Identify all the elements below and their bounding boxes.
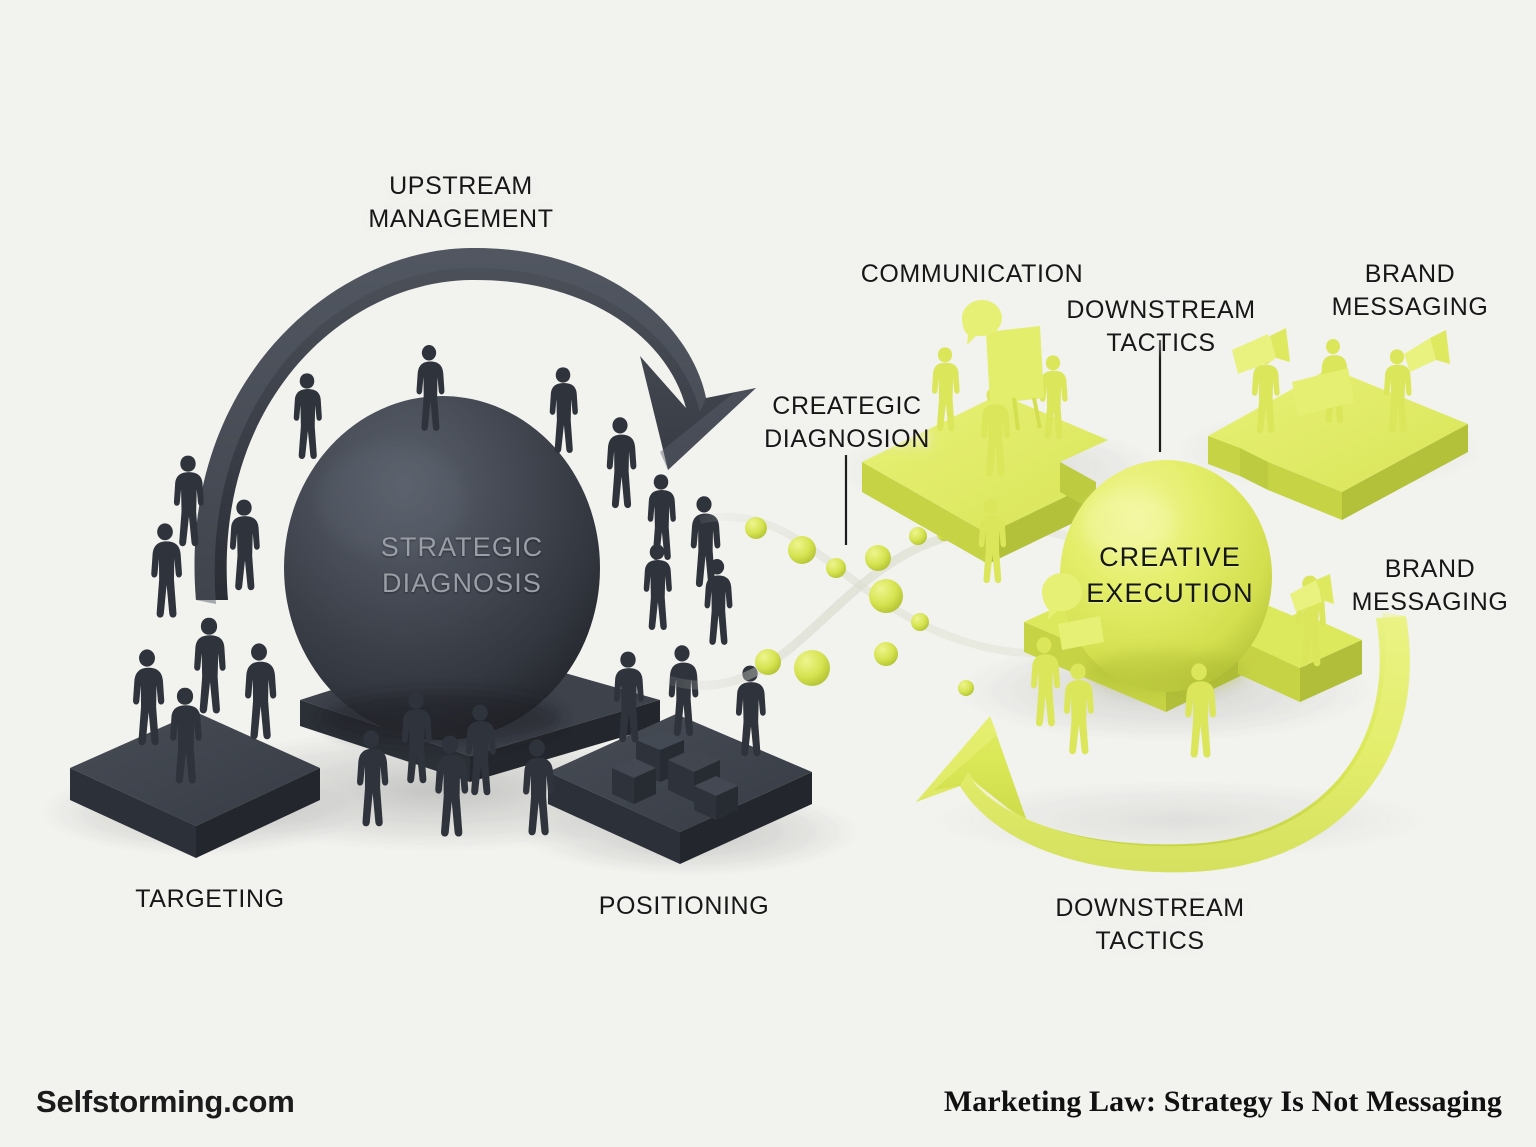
creative-execution-sphere [1060, 460, 1272, 692]
downstream-arrow [916, 612, 1410, 873]
stream-balls [745, 517, 974, 696]
platform-positioning [548, 714, 812, 864]
lime-figure-group [931, 300, 1450, 758]
leader-lines [844, 340, 1162, 545]
brand-wordmark: Selfstorming.com [36, 1084, 295, 1119]
label-creative-execution: CREATIVE EXECUTION [1086, 542, 1254, 608]
footer-tagline: Marketing Law: Strategy Is Not Messaging [943, 1085, 1502, 1118]
label-strategic-diagnosis: STRATEGIC DIAGNOSIS [380, 532, 544, 598]
upstream-arrow [194, 247, 756, 604]
positioning-blocks [612, 730, 738, 820]
strategic-diagnosis-sphere [284, 396, 600, 744]
